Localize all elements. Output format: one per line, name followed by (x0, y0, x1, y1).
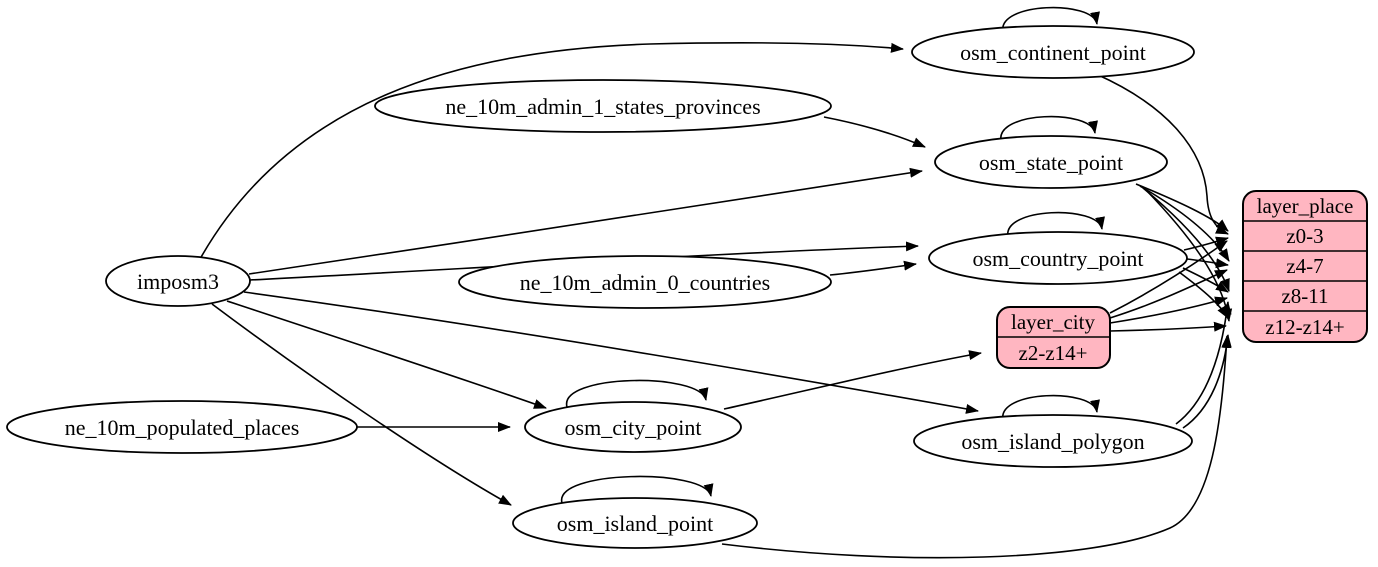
layer_place-title: layer_place (1257, 194, 1354, 218)
osm_state_point-ellipse (934, 135, 1168, 189)
edge-osm_island_polygon-layer_place-z8-11 (1175, 301, 1232, 425)
edge-osm_island_point-layer_place-z12-z14 (721, 335, 1232, 559)
node-ne_10m_populated_places: ne_10m_populated_places (6, 400, 358, 454)
edge-osm_island_polygon-layer_place-z12-z14 (1182, 334, 1232, 429)
edge-osm_country_point-layer_place-z8-11 (1182, 267, 1229, 293)
edges (199, 6, 1233, 559)
osm_island_polygon-label: osm_island_polygon (961, 429, 1144, 454)
edge-imposm3-osm_island_polygon (243, 291, 979, 414)
edge-osm_country_point-layer_place-z4-7 (1186, 258, 1229, 269)
layer_place-box (1242, 190, 1368, 343)
osm_continent_point-ellipse (911, 25, 1195, 79)
node-osm_island_polygon: osm_island_polygon (913, 414, 1193, 468)
imposm3-label: imposm3 (137, 269, 219, 294)
node-osm_country_point: osm_country_point (928, 231, 1188, 285)
node-ne_10m_admin_0_countries: ne_10m_admin_0_countries (458, 255, 832, 309)
edge-imposm3-osm_city_point (226, 300, 547, 409)
selfloop-osm_island_point (561, 475, 714, 504)
layer_place-row-z4-7: z4-7 (1286, 254, 1323, 278)
ne_10m_admin_1_states_provinces-label: ne_10m_admin_1_states_provinces (445, 94, 760, 119)
osm_country_point-ellipse (928, 231, 1188, 285)
node-layer_place: layer_place z0-3 z4-7 z8-11 z12-z14+ (1242, 190, 1368, 343)
edge-osm_state_point-layer_place-z4-7 (1139, 185, 1230, 262)
osm_island_point-ellipse (512, 497, 758, 549)
layer_city-title: layer_city (1011, 310, 1095, 334)
edge-imposm3-osm_state_point (248, 167, 923, 275)
osm_city_point-label: osm_city_point (565, 415, 702, 440)
edge-imposm3-osm_island_point (211, 303, 512, 506)
node-osm_island_point: osm_island_point (512, 497, 758, 549)
osm_island_point-label: osm_island_point (557, 511, 713, 536)
layer_place-row-z0-3: z0-3 (1286, 224, 1323, 248)
ne_10m_admin_0_countries-ellipse (458, 255, 832, 309)
imposm3-ellipse (105, 255, 251, 307)
edge-layer_city-layer_place-z4-7 (1109, 269, 1228, 319)
ne_10m_populated_places-label: ne_10m_populated_places (65, 415, 300, 440)
osm_country_point-label: osm_country_point (972, 246, 1143, 271)
ne_10m_admin_1_states_provinces-ellipse (374, 79, 832, 133)
layer_city-row-z2-z14: z2-z14+ (1019, 341, 1088, 365)
node-imposm3: imposm3 (105, 255, 251, 307)
edge-osm_continent_point-layer_place-z0-3 (1095, 73, 1229, 235)
edge-imposm3-osm_continent_point (199, 42, 904, 260)
edge-layer_city-layer_place-z8-11 (1109, 296, 1228, 324)
selfloop-osm_city_point (566, 379, 709, 408)
selfloop-osm_country_point (1007, 211, 1105, 238)
selfloop-osm_island_polygon (1002, 394, 1100, 421)
osm_city_point-ellipse (524, 401, 742, 453)
node-ne_10m_admin_1_states_provinces: ne_10m_admin_1_states_provinces (374, 79, 832, 133)
selfloop-osm_continent_point (1002, 6, 1100, 33)
node-layer_city: layer_city z2-z14+ (996, 306, 1111, 369)
edge-layer_city-layer_place-z0-3 (1109, 240, 1228, 314)
node-osm_state_point: osm_state_point (934, 135, 1168, 189)
edge-ne_10m_admin_0_countries-osm_country_point (829, 260, 917, 276)
selfloop-osm_state_point (1000, 115, 1098, 142)
ne_10m_populated_places-ellipse (6, 400, 358, 454)
node-osm_continent_point: osm_continent_point (911, 25, 1195, 79)
layer_place-row-z8-11: z8-11 (1281, 284, 1328, 308)
osm_continent_point-label: osm_continent_point (960, 40, 1146, 65)
osm_state_point-label: osm_state_point (979, 150, 1123, 175)
edge-osm_state_point-layer_place-z0-3 (1135, 183, 1229, 232)
edge-osm_country_point-layer_place-z0-3 (1183, 236, 1229, 251)
ne_10m_admin_0_countries-label: ne_10m_admin_0_countries (520, 270, 771, 295)
osm_island_polygon-ellipse (913, 414, 1193, 468)
edge-osm_city_point-layer_city-z2-z14 (723, 350, 982, 410)
edge-ne_10m_admin_1_states_provinces-osm_state_point (823, 116, 926, 148)
edge-layer_city-layer_place-z12-z14 (1109, 321, 1227, 332)
node-osm_city_point: osm_city_point (524, 401, 742, 453)
layer_place-row-z12-z14: z12-z14+ (1265, 315, 1344, 339)
